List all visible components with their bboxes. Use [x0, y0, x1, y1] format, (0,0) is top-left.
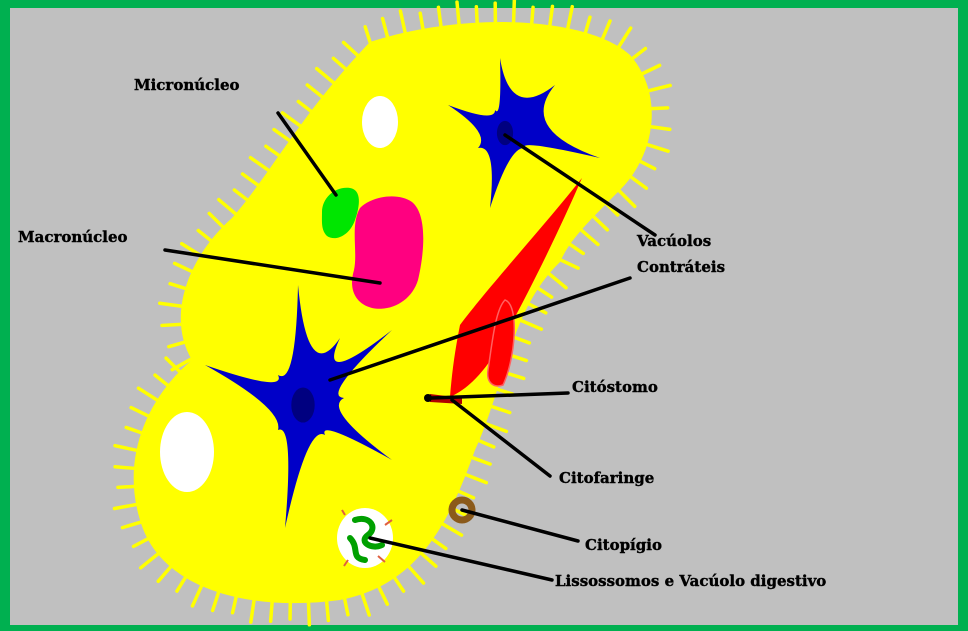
white-vacuole-upper	[362, 96, 398, 148]
label-vacuolos-line2: Contráteis	[637, 258, 725, 276]
cilium	[327, 602, 329, 621]
white-vacuole-lower	[160, 412, 214, 492]
label-macronucleo: Macronúcleo	[18, 228, 128, 246]
cilium	[162, 324, 181, 325]
cilium	[652, 108, 668, 109]
cilium	[115, 467, 134, 469]
label-micronucleo: Micronúcleo	[134, 76, 240, 94]
label-citostomo: Citóstomo	[572, 378, 658, 396]
label-citofaringe: Citofaringe	[559, 469, 654, 487]
food-vacuole	[337, 508, 393, 568]
label-citopigio: Citopígio	[585, 536, 662, 554]
label-vacuolos-line1: Vacúolos	[636, 232, 711, 250]
cilium	[514, 0, 515, 22]
vacuole-center	[291, 387, 314, 422]
cilium	[308, 603, 309, 625]
cilium	[118, 486, 134, 487]
vacuole-center	[497, 121, 513, 145]
cilium	[476, 7, 477, 23]
cilium	[457, 2, 459, 24]
cilium	[532, 7, 533, 23]
label-lissossomos: Lissossomos e Vacúolo digestivo	[555, 572, 826, 590]
cilium	[271, 602, 272, 621]
